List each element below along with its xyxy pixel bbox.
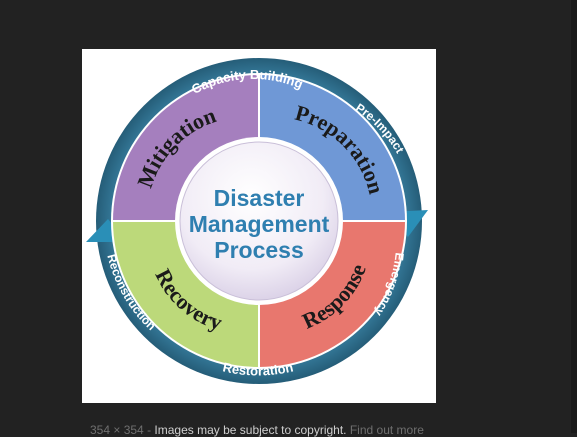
ring-label-restoration: Restoration — [221, 359, 294, 378]
center-title-line2: Management — [189, 211, 330, 237]
center-title-line3: Process — [214, 237, 304, 263]
image-size: 354 × 354 — [90, 423, 144, 437]
find-out-more-link[interactable]: Find out more — [349, 423, 424, 437]
caption-separator: - — [147, 423, 152, 437]
disaster-cycle-diagram: Disaster Management Process Mitigation P… — [86, 58, 428, 384]
center-title-line1: Disaster — [214, 185, 305, 211]
scroll-edge — [571, 0, 577, 433]
image-caption: 354 × 354 - Images may be subject to cop… — [90, 424, 424, 436]
copyright-notice: Images may be subject to copyright. — [154, 423, 347, 437]
image-preview[interactable]: Disaster Management Process Mitigation P… — [82, 49, 436, 403]
center-circle — [179, 141, 339, 301]
